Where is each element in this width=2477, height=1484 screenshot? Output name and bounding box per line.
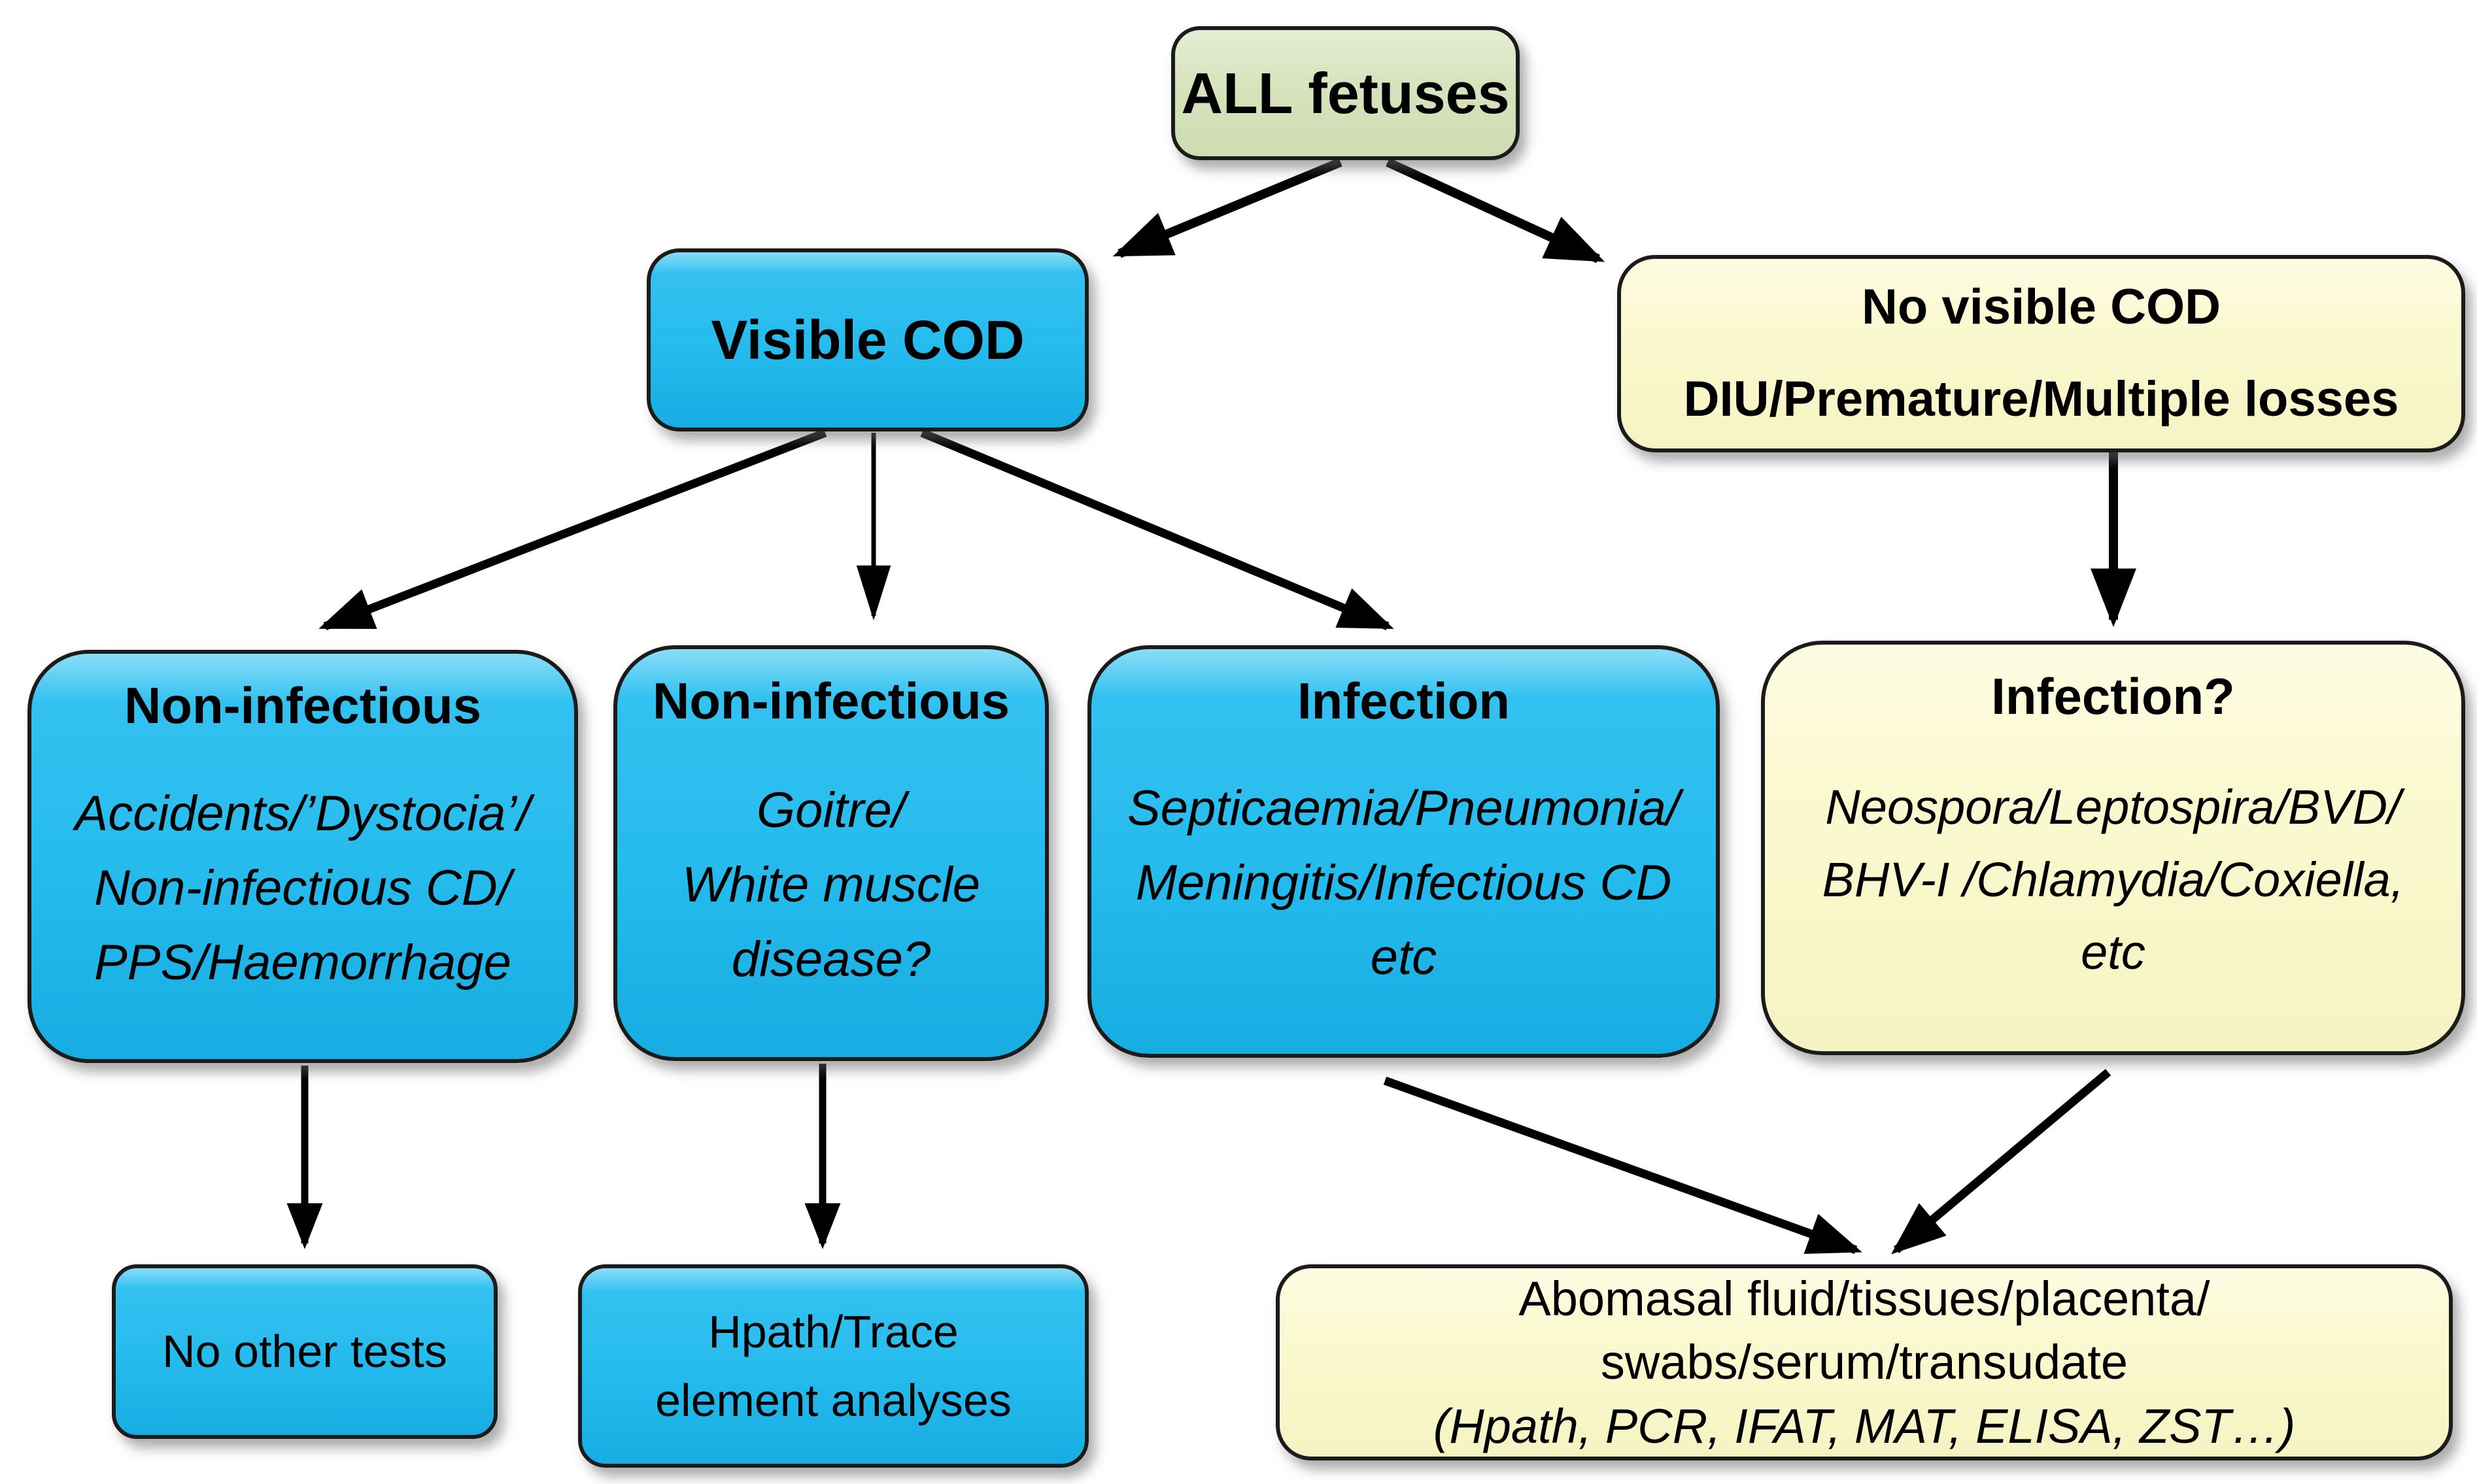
- arrow-infectionquery-to-abomasal: [1891, 1069, 2111, 1255]
- node-infection-query-title: Infection?: [1991, 667, 2235, 725]
- arrow-infection-to-abomasal: [1383, 1076, 1862, 1255]
- arrow-visiblecod-to-infection: [920, 428, 1394, 631]
- node-hpath-trace-label: Hpath/Trace element analyses: [655, 1306, 1012, 1426]
- node-non-infectious-goitre-details: Goitre/ White muscle disease?: [681, 782, 981, 987]
- node-no-visible-cod-label: No visible COD DIU/Premature/Multiple lo…: [1683, 279, 2399, 427]
- node-no-other-tests: No other tests: [112, 1264, 498, 1439]
- node-no-visible-cod: No visible COD DIU/Premature/Multiple lo…: [1617, 255, 2465, 452]
- node-infection-query: Infection? Neospora/Leptospira/BVD/ BHV-…: [1761, 641, 2465, 1055]
- node-abomasal: Abomasal fluid/tissues/placenta/ swabs/s…: [1276, 1264, 2453, 1460]
- node-hpath-trace: Hpath/Trace element analyses: [578, 1264, 1089, 1468]
- node-non-infectious-accidents: Non-infectious Accidents/’Dystocia’/ Non…: [27, 650, 578, 1063]
- node-non-infectious-accidents-title: Non-infectious: [124, 677, 481, 734]
- node-infection-title: Infection: [1297, 672, 1510, 730]
- node-infection-details: Septicaemia/Pneumonia/ Meningitis/Infect…: [1127, 781, 1680, 985]
- node-non-infectious-accidents-details: Accidents/’Dystocia’/ Non-infectious CD/…: [75, 785, 531, 990]
- node-all-fetuses: ALL fetuses: [1171, 26, 1520, 160]
- arrow-visiblecod-to-noninfectious-accidents: [318, 428, 827, 631]
- node-no-other-tests-label: No other tests: [162, 1326, 447, 1377]
- node-visible-cod-label: Visible COD: [711, 309, 1025, 371]
- node-visible-cod: Visible COD: [647, 248, 1089, 431]
- arrow-allfetuses-to-visiblecod: [1112, 158, 1342, 258]
- node-infection-query-details: Neospora/Leptospira/BVD/ BHV-I /Chlamydi…: [1822, 780, 2404, 979]
- node-all-fetuses-label: ALL fetuses: [1181, 60, 1510, 126]
- node-infection: Infection Septicaemia/Pneumonia/ Meningi…: [1087, 645, 1720, 1058]
- node-abomasal-lines: Abomasal fluid/tissues/placenta/ swabs/s…: [1518, 1271, 2210, 1390]
- arrow-allfetuses-to-novisiblecod: [1386, 158, 1605, 263]
- node-abomasal-italic-line: (Hpath, PCR, IFAT, MAT, ELISA, ZST…): [1433, 1398, 2296, 1453]
- node-non-infectious-goitre-title: Non-infectious: [653, 672, 1010, 730]
- node-non-infectious-goitre: Non-infectious Goitre/ White muscle dise…: [613, 645, 1049, 1061]
